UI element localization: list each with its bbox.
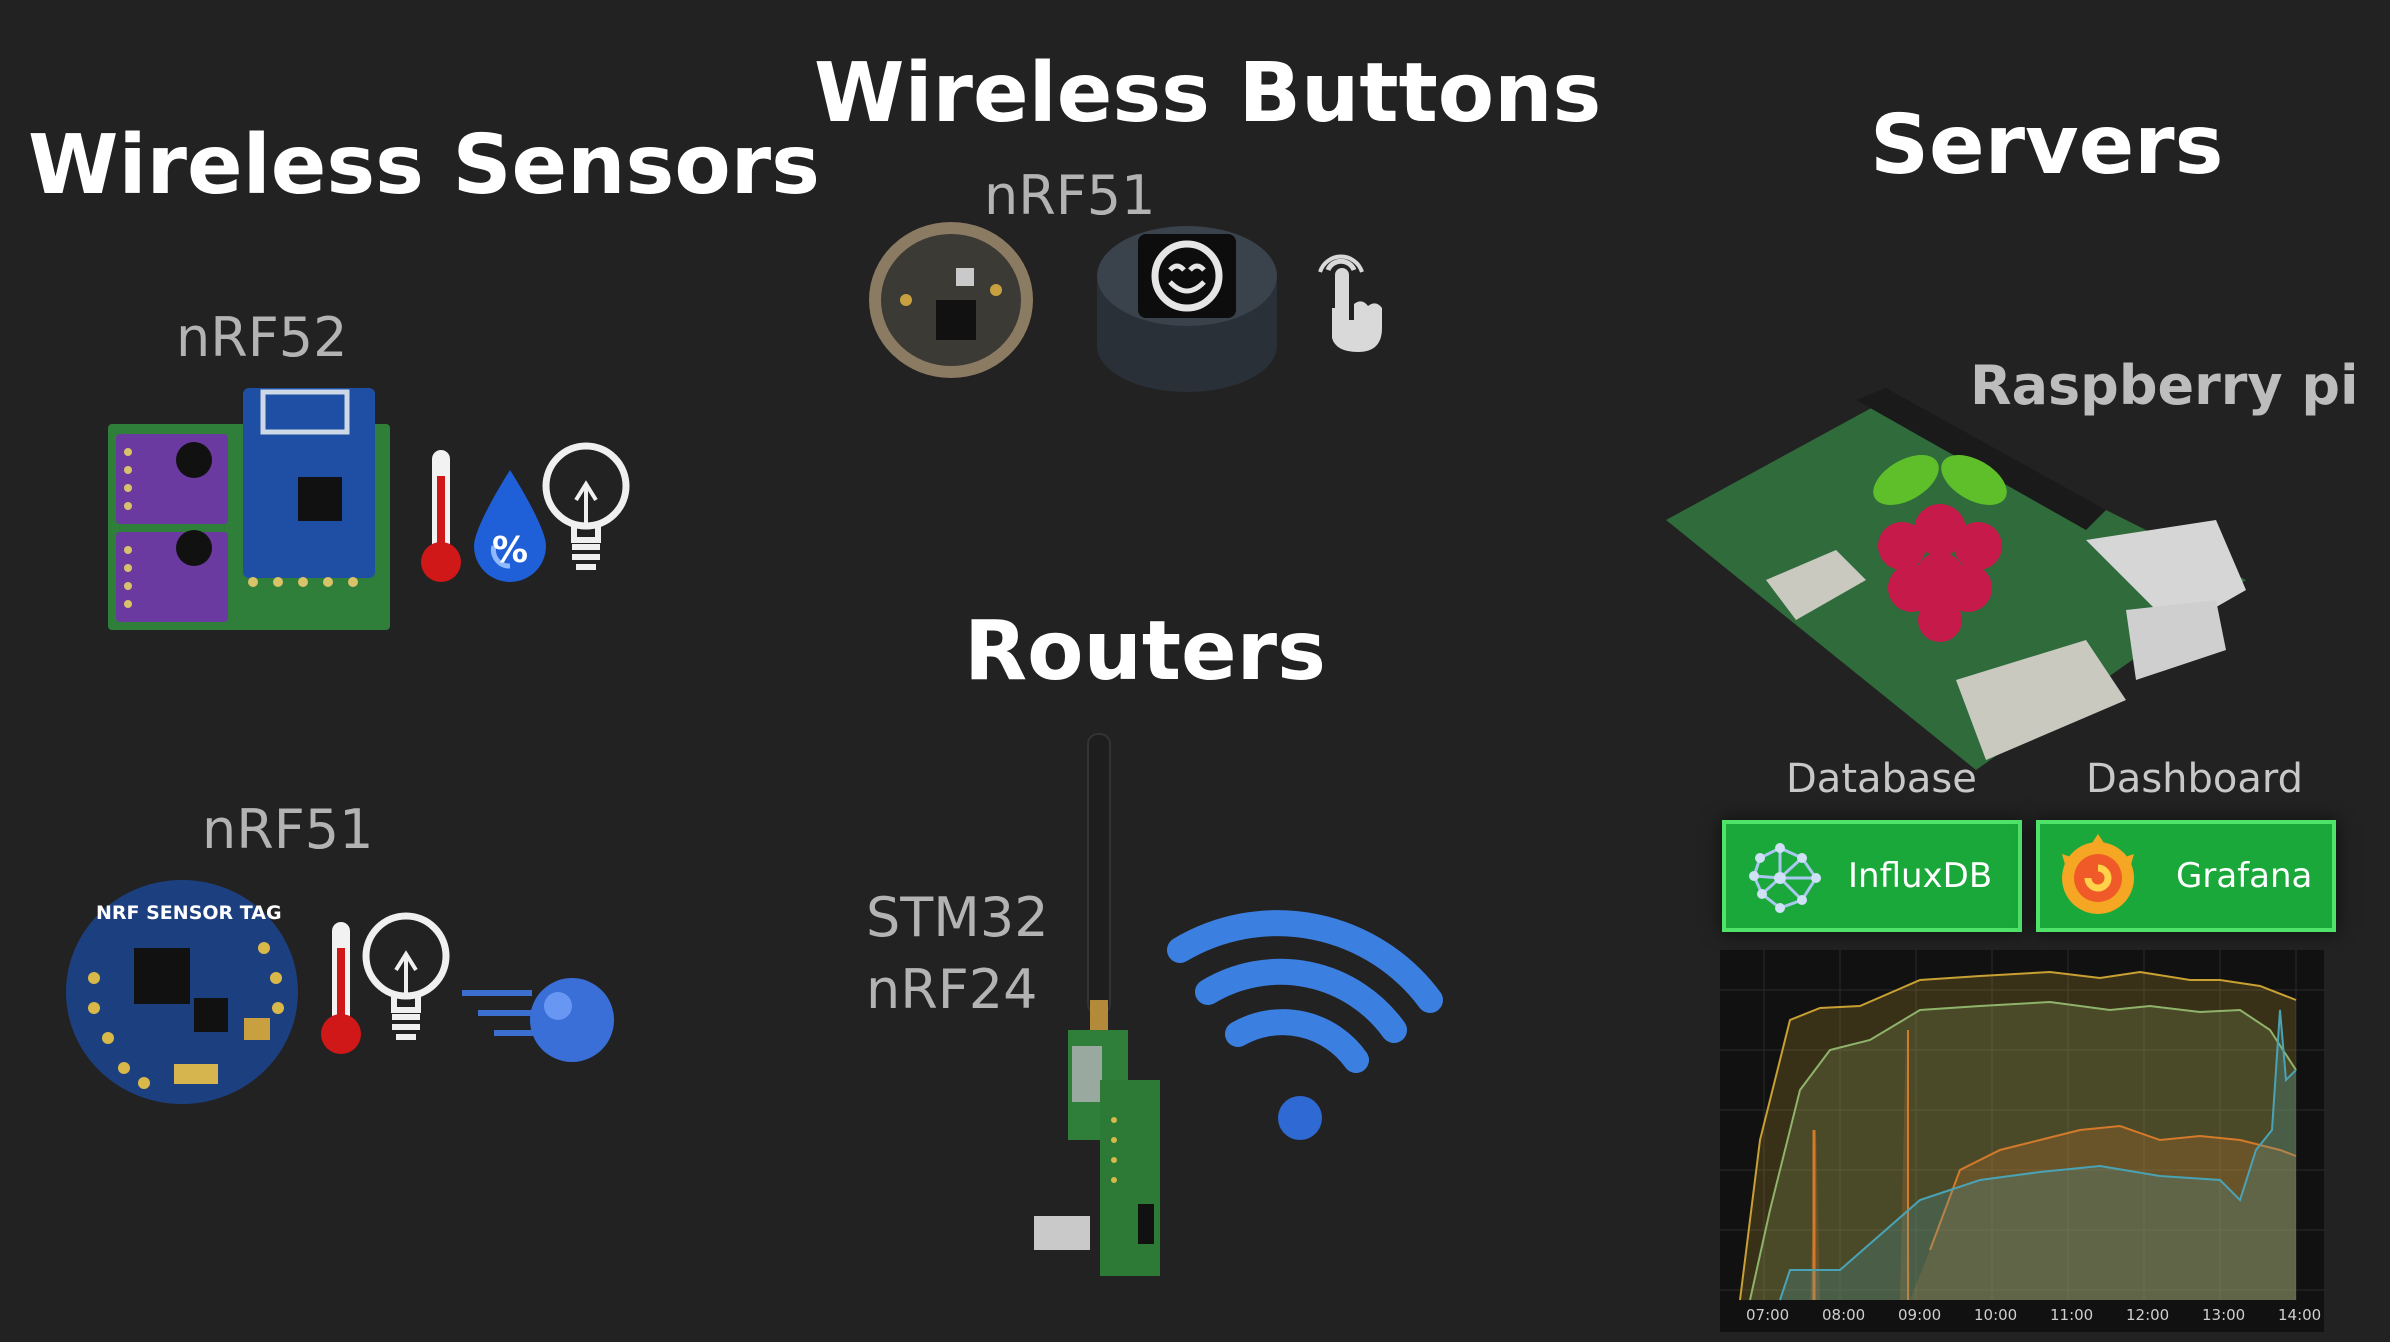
dashboard-label: Dashboard bbox=[2086, 756, 2304, 802]
influxdb-button-label: InfluxDB bbox=[1848, 856, 1993, 896]
sensor-tag-text: NRF SENSOR TAG bbox=[96, 902, 282, 924]
nrf-sensor-tag-image bbox=[66, 880, 298, 1104]
nrf24-label: nRF24 bbox=[866, 958, 1038, 1021]
router-board-image bbox=[1034, 733, 1160, 1276]
graph-x-tick: 14:00 bbox=[2278, 1306, 2322, 1324]
thermometer-icon-2 bbox=[321, 922, 361, 1054]
graph-x-tick: 09:00 bbox=[1898, 1306, 1942, 1324]
graph-x-tick: 10:00 bbox=[1974, 1306, 2018, 1324]
graph-x-tick: 13:00 bbox=[2202, 1306, 2246, 1324]
buttons-heading: Wireless Buttons bbox=[814, 46, 1602, 141]
motion-ball-icon bbox=[462, 978, 614, 1062]
thermometer-icon bbox=[421, 450, 461, 582]
graph-x-ticks: 07:00 08:00 09:00 10:00 11:00 12:00 13:0… bbox=[1720, 1306, 2336, 1326]
light-bulb-icon bbox=[542, 442, 630, 570]
servers-heading: Servers bbox=[1870, 98, 2224, 193]
dashboard-graph bbox=[1720, 950, 2336, 1332]
nrf52-board-image bbox=[108, 388, 390, 630]
grafana-icon bbox=[2062, 834, 2134, 914]
button-pcb-image bbox=[869, 222, 1033, 378]
light-bulb-icon-2 bbox=[362, 912, 450, 1040]
touch-finger-icon bbox=[1318, 254, 1382, 352]
graph-x-tick: 12:00 bbox=[2126, 1306, 2170, 1324]
graph-x-tick: 08:00 bbox=[1822, 1306, 1866, 1324]
nrf52-label: nRF52 bbox=[176, 306, 348, 369]
grafana-button[interactable]: Grafana bbox=[2036, 820, 2336, 932]
graph-x-tick: 07:00 bbox=[1746, 1306, 1790, 1324]
influxdb-button[interactable]: InfluxDB bbox=[1722, 820, 2022, 932]
graph-x-tick: 11:00 bbox=[2050, 1306, 2094, 1324]
nrf51-button-label: nRF51 bbox=[984, 164, 1156, 227]
wifi-signal-icon bbox=[1167, 910, 1443, 1140]
grafana-button-label: Grafana bbox=[2176, 856, 2313, 896]
influxdb-icon bbox=[1749, 843, 1821, 913]
database-label: Database bbox=[1786, 756, 1977, 802]
routers-heading: Routers bbox=[964, 604, 1326, 699]
button-case-image bbox=[1097, 226, 1277, 392]
raspberry-pi-board-image bbox=[1666, 388, 2246, 770]
humidity-drop-icon: % bbox=[474, 470, 546, 582]
raspberry-pi-label: Raspberry pi bbox=[1970, 354, 2359, 417]
nrf51-sensor-label: nRF51 bbox=[202, 798, 374, 861]
sensors-heading: Wireless Sensors bbox=[28, 118, 820, 213]
humidity-percent-text: % bbox=[492, 530, 528, 571]
stm32-label: STM32 bbox=[866, 886, 1049, 949]
